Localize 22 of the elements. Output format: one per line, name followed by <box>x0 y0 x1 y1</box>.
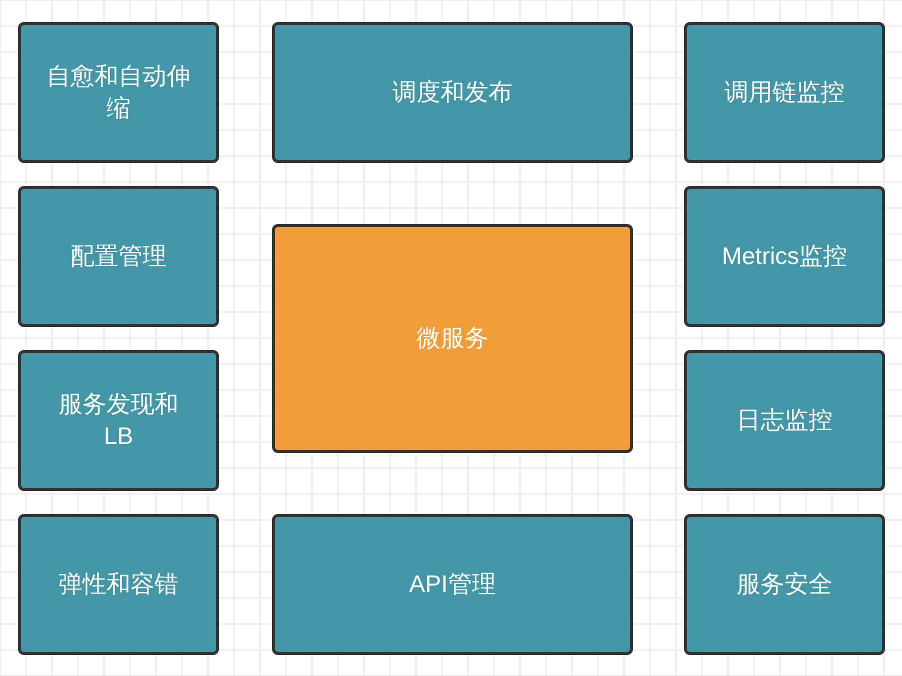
feature-box <box>684 22 885 163</box>
box-label: 服务发现和LB <box>58 390 180 452</box>
box-label: 服务安全 <box>736 570 832 600</box>
box-label: Metrics监控 <box>722 242 848 272</box>
box-label: 调度和发布 <box>392 78 512 108</box>
box-label: 微服务 <box>416 324 488 354</box>
feature-box <box>684 514 885 655</box>
feature-box <box>18 514 219 655</box>
feature-box <box>684 186 885 327</box>
feature-box <box>18 186 219 327</box>
box-label: 配置管理 <box>70 242 166 272</box>
box-label: API管理 <box>409 570 496 600</box>
feature-box <box>18 350 219 491</box>
box-label: 自愈和自动伸缩 <box>46 62 192 124</box>
box-label: 日志监控 <box>736 406 832 436</box>
feature-box <box>272 22 633 163</box>
feature-box <box>684 350 885 491</box>
feature-box <box>272 514 633 655</box>
box-label: 调用链监控 <box>724 78 844 108</box>
box-label: 弹性和容错 <box>58 570 178 600</box>
core-box <box>272 224 633 453</box>
feature-box <box>18 22 219 163</box>
